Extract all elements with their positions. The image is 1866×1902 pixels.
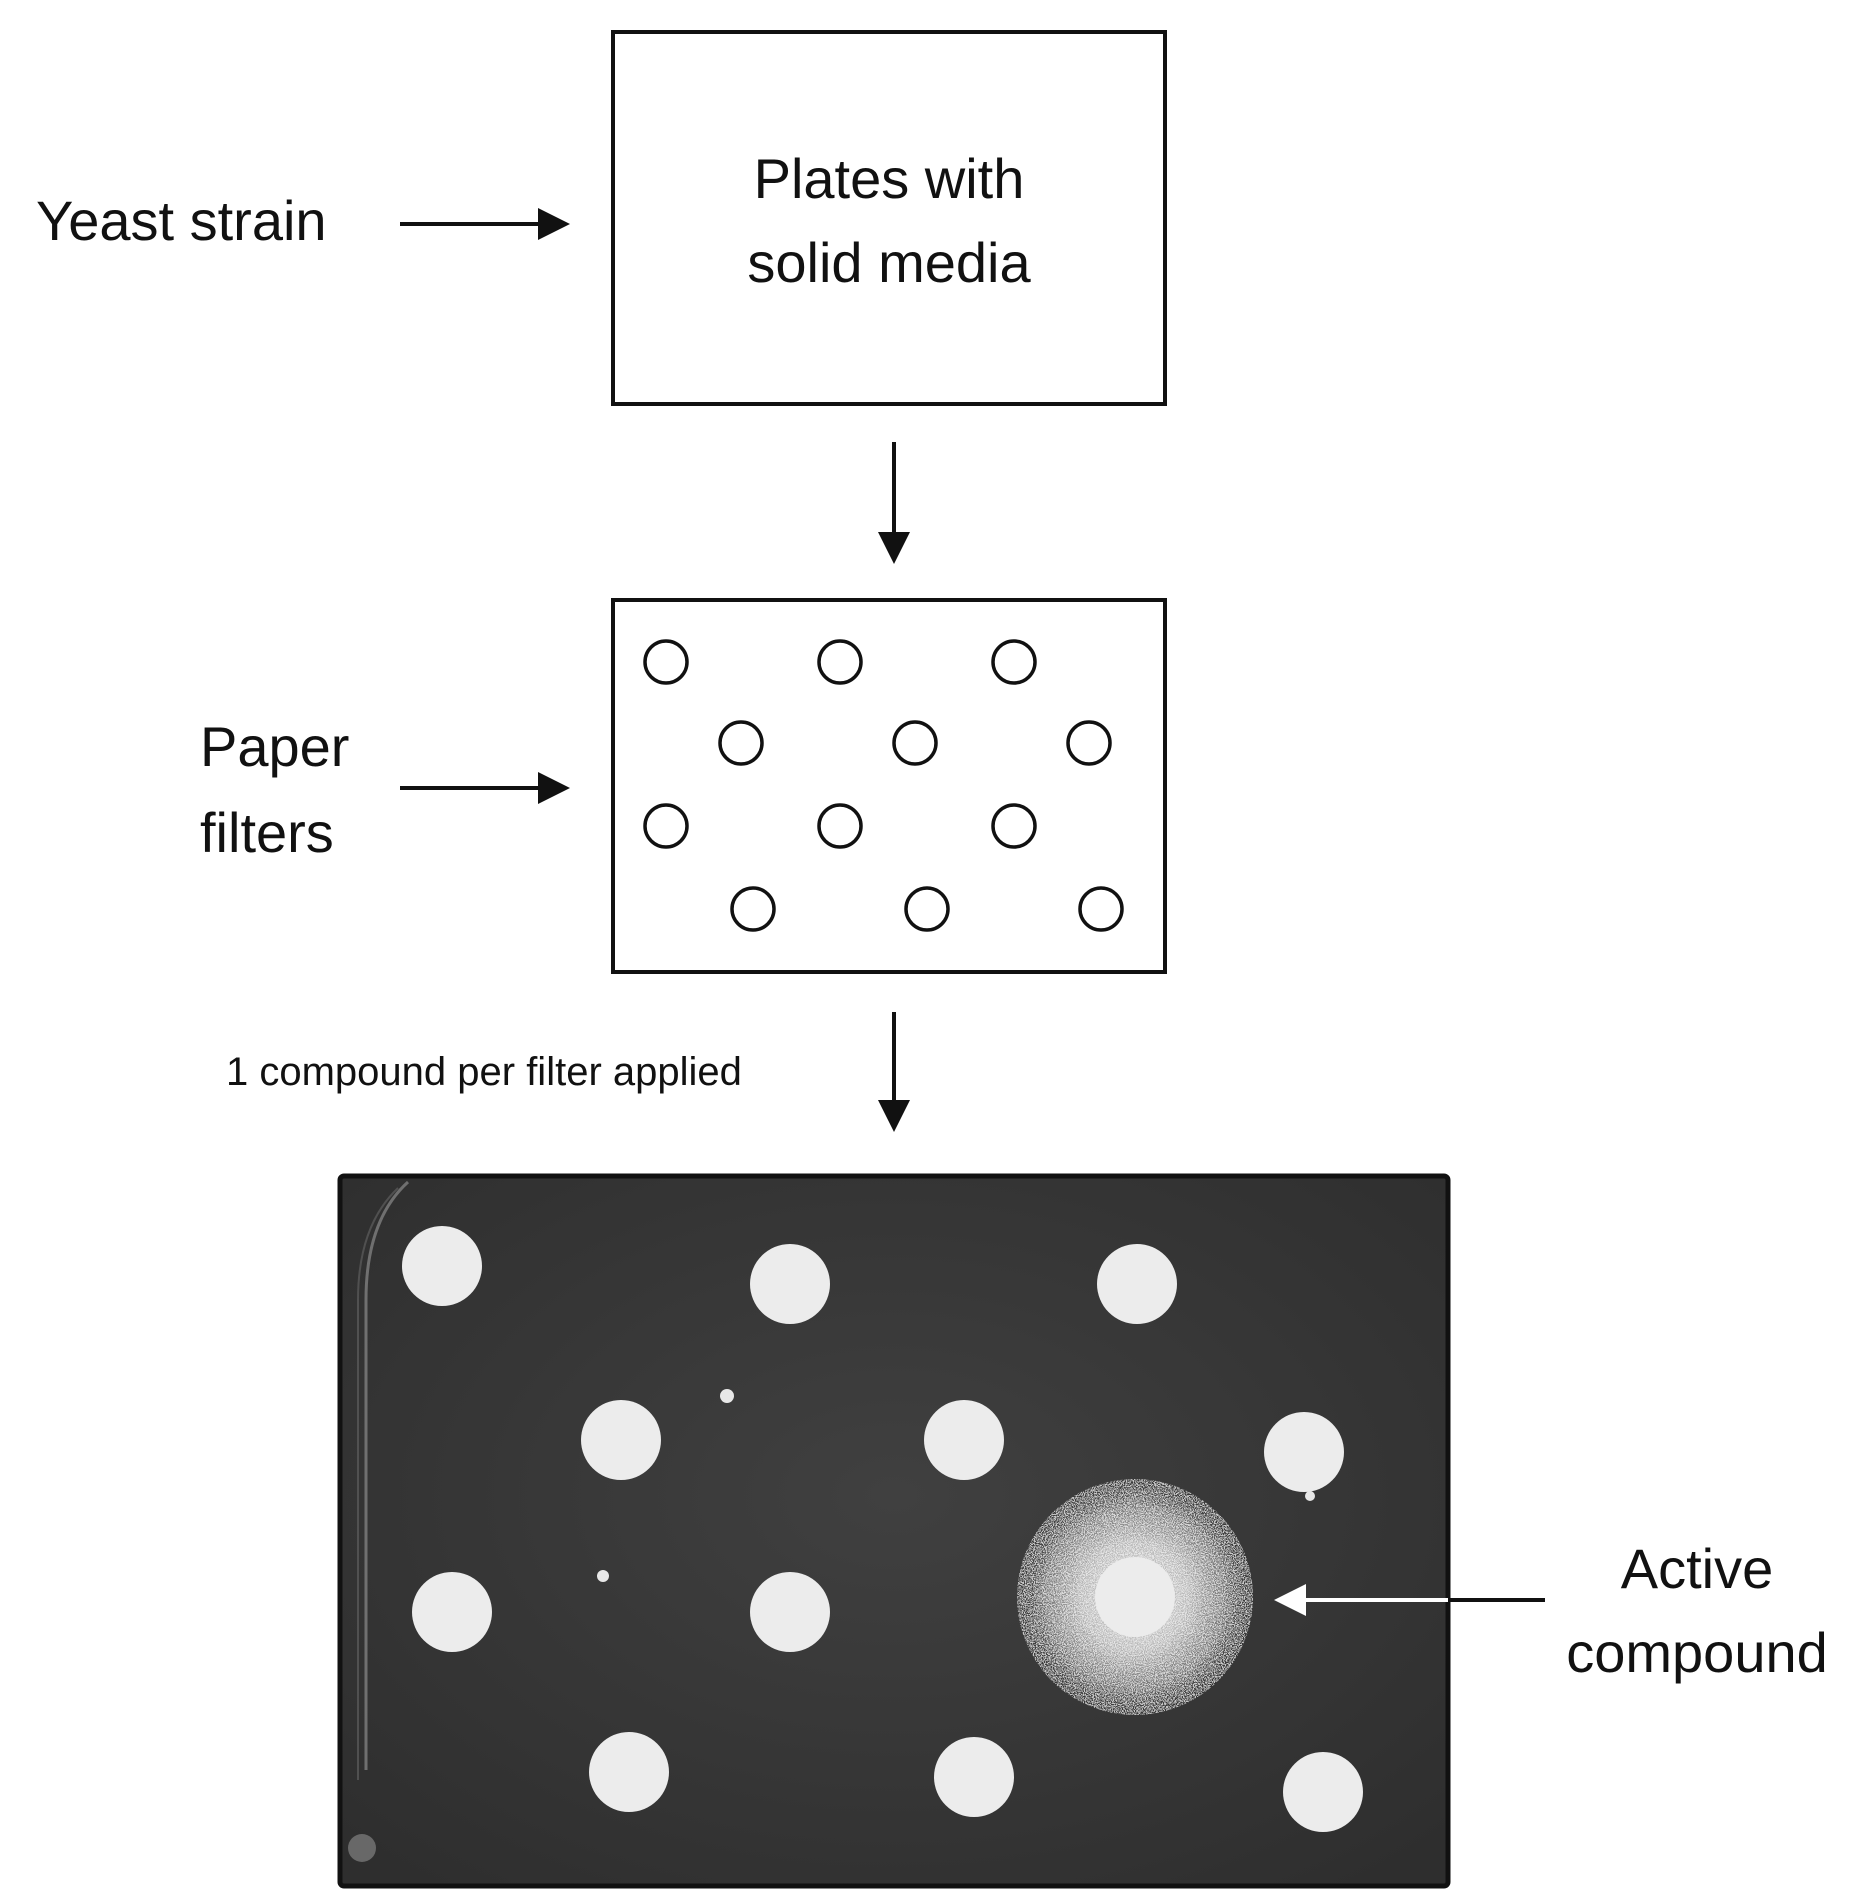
plates-box-label-line1: Plates with: [754, 147, 1025, 210]
active-compound-filter-disc: [1095, 1557, 1175, 1637]
filter-disc: [934, 1737, 1014, 1817]
debris-speck: [1305, 1491, 1315, 1501]
photo-filter-disc-grid: [402, 1226, 1363, 1832]
filter-disc: [1264, 1412, 1344, 1492]
schematic-filter-circle: [718, 720, 764, 766]
schematic-filter-circle: [1078, 886, 1124, 932]
yeast-strain-label: Yeast strain: [36, 189, 327, 252]
filter-disc: [589, 1732, 669, 1812]
plates-box: [611, 30, 1167, 406]
filter-disc: [581, 1400, 661, 1480]
schematic-filter-circle: [892, 720, 938, 766]
result-plate-photo: [337, 1173, 1451, 1889]
plates-box-label-line2: solid media: [747, 231, 1031, 294]
plate-corner-smudge: [348, 1834, 376, 1862]
filter-disc: [750, 1244, 830, 1324]
debris-speck: [720, 1389, 734, 1403]
filter-disc: [412, 1572, 492, 1652]
paper-filters-label-line2: filters: [200, 801, 334, 864]
schematic-filter-circle: [817, 639, 863, 685]
schematic-filter-circle: [643, 803, 689, 849]
compound-applied-label: 1 compound per filter applied: [226, 1050, 742, 1094]
active-compound-label-line2: compound: [1566, 1621, 1828, 1684]
schematic-filter-circle: [817, 803, 863, 849]
plate-rim-edge-inner: [357, 1187, 399, 1780]
plate-rim-edge: [364, 1180, 410, 1770]
active-compound-label-line1: Active: [1621, 1537, 1774, 1600]
debris-speck: [597, 1570, 609, 1582]
schematic-filter-circle: [991, 639, 1037, 685]
filters-plate-box: [611, 598, 1167, 974]
schematic-filter-circle: [643, 639, 689, 685]
schematic-filter-circle: [730, 886, 776, 932]
schematic-filter-circle: [904, 886, 950, 932]
schematic-filter-circle: [991, 803, 1037, 849]
filter-disc: [750, 1572, 830, 1652]
schematic-filter-grid: [643, 639, 1124, 932]
filter-disc: [1283, 1752, 1363, 1832]
filter-disc: [1097, 1244, 1177, 1324]
filter-disc: [402, 1226, 482, 1306]
schematic-filter-circle: [1066, 720, 1112, 766]
filter-disc: [924, 1400, 1004, 1480]
paper-filters-label-line1: Paper: [200, 715, 349, 778]
